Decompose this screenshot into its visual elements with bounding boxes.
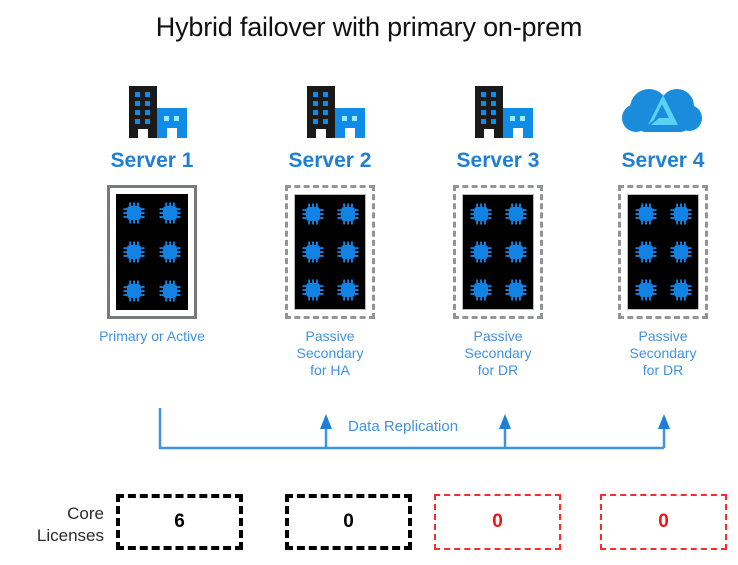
server-core-grid-2 — [294, 194, 366, 310]
server-box-3 — [453, 185, 543, 319]
server-column-2: Server 2 Passive Secondary for HA — [250, 78, 410, 379]
license-value-server-3: 0 — [434, 494, 561, 550]
license-value-server-1: 6 — [116, 494, 243, 550]
cpu-chip-icon — [337, 241, 358, 263]
cpu-chip-icon — [635, 279, 656, 301]
cpu-chip-icon — [302, 241, 323, 263]
server-box-2 — [285, 185, 375, 319]
office-building-icon — [250, 78, 410, 138]
cpu-chip-icon — [470, 279, 491, 301]
cpu-chip-icon — [159, 241, 181, 263]
cpu-chip-icon — [123, 241, 145, 263]
data-replication-arrows — [158, 408, 670, 450]
cpu-chip-icon — [670, 203, 691, 225]
server-role-1: Primary or Active — [99, 328, 205, 344]
cpu-chip-icon — [470, 203, 491, 225]
cpu-chip-icon — [505, 203, 526, 225]
server-column-1: Server 1 Primary or Active — [72, 78, 232, 345]
cpu-chip-icon — [123, 202, 145, 224]
server-name-1: Server 1 — [110, 149, 194, 172]
server-role-2: Passive Secondary for HA — [296, 328, 364, 378]
server-column-3: Server 3 Passive Secondary for DR — [418, 78, 578, 379]
server-core-grid-1 — [116, 194, 188, 310]
server-name-4: Server 4 — [621, 149, 705, 172]
server-name-2: Server 2 — [288, 149, 372, 172]
page-title: Hybrid failover with primary on-prem — [155, 12, 583, 42]
cpu-chip-icon — [302, 279, 323, 301]
server-box-4 — [618, 185, 708, 319]
cpu-chip-icon — [635, 241, 656, 263]
cpu-chip-icon — [470, 241, 491, 263]
server-box-1 — [107, 185, 197, 319]
server-role-4: Passive Secondary for DR — [629, 328, 697, 378]
server-core-grid-4 — [627, 194, 699, 310]
cpu-chip-icon — [635, 203, 656, 225]
core-licenses-label: Core Licenses — [36, 504, 104, 545]
server-column-4: Server 4 Passive Secondary for DR — [583, 78, 738, 379]
license-value-server-2: 0 — [285, 494, 412, 550]
office-building-icon — [418, 78, 578, 138]
cpu-chip-icon — [159, 202, 181, 224]
cpu-chip-icon — [337, 279, 358, 301]
cpu-chip-icon — [302, 203, 323, 225]
cpu-chip-icon — [670, 279, 691, 301]
data-replication-label: Data Replication — [348, 418, 459, 435]
server-name-3: Server 3 — [456, 149, 540, 172]
server-core-grid-3 — [462, 194, 534, 310]
server-role-3: Passive Secondary for DR — [464, 328, 532, 378]
azure-cloud-icon — [583, 78, 738, 138]
office-building-icon — [72, 78, 232, 138]
cpu-chip-icon — [159, 280, 181, 302]
license-value-server-4: 0 — [600, 494, 727, 550]
cpu-chip-icon — [670, 241, 691, 263]
cpu-chip-icon — [505, 279, 526, 301]
cpu-chip-icon — [505, 241, 526, 263]
cpu-chip-icon — [337, 203, 358, 225]
cpu-chip-icon — [123, 280, 145, 302]
